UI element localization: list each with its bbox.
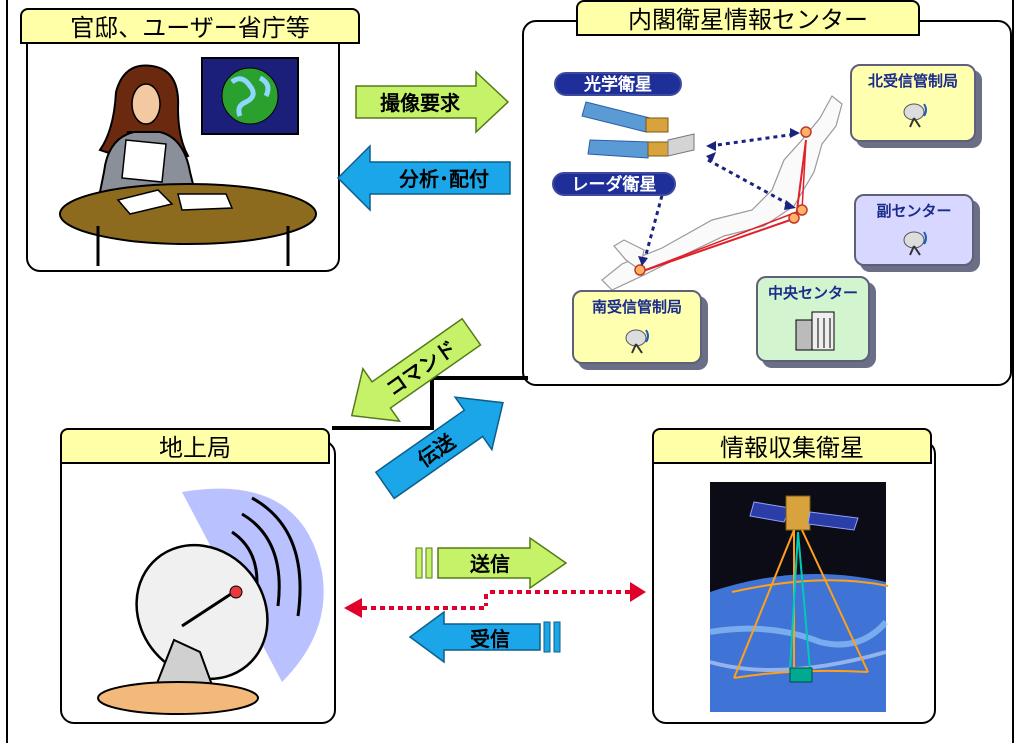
transmission-arrow (374, 396, 504, 500)
satellite-icon (749, 501, 791, 523)
central-center-box: 中央センター (756, 276, 870, 362)
central-node (788, 212, 800, 224)
outer-left-border (6, 0, 8, 743)
building-icon (795, 311, 835, 351)
person-reading-icon (59, 57, 317, 266)
outer-right-border (1012, 0, 1014, 743)
optical-satellite-label: 光学衛星 (554, 72, 682, 96)
earth-orbit-icon (709, 482, 889, 712)
command-arrow (350, 317, 482, 423)
sub-center-box: 副センター (854, 194, 974, 266)
government-tab: 官邸、ユーザー省庁等 (20, 8, 360, 44)
receive-arrow (408, 610, 541, 664)
optical-satellite-icon (581, 101, 669, 133)
central-center-label: 中央センター (767, 284, 858, 302)
send-arrow (437, 536, 568, 590)
radar-satellite-icon (587, 133, 695, 159)
satellite-dish-icon (97, 488, 324, 715)
north-station-label: 北受信管制局 (867, 72, 958, 90)
south-station-label: 南受信管制局 (591, 298, 682, 316)
imaging-request-arrow (355, 70, 510, 134)
imaging-request-label: 撮像要求 (380, 91, 461, 115)
satellite-tab: 情報収集衛星 (652, 428, 932, 464)
send-label: 送信 (470, 552, 510, 576)
connector-line (332, 376, 528, 430)
analysis-label: 分析･配付 (399, 167, 489, 191)
north-station-box: 北受信管制局 (850, 64, 976, 142)
south-station-box: 南受信管制局 (572, 290, 702, 364)
sub-center-label: 副センター (876, 202, 952, 220)
radar-satellite-label: レーダ衛星 (552, 172, 676, 196)
antenna-icon (903, 103, 927, 128)
north-node (800, 126, 812, 138)
sub-node (796, 204, 808, 216)
government-panel (26, 20, 340, 272)
center-tab: 内閣衛星情報センター (576, 0, 920, 36)
receive-label: 受信 (470, 627, 510, 651)
ground-tab: 地上局 (60, 428, 330, 464)
antenna-icon (625, 329, 649, 354)
analysis-arrow (336, 144, 511, 212)
ground-panel (60, 440, 336, 724)
south-node (634, 264, 646, 276)
satellite-panel (652, 440, 936, 724)
antenna-icon (903, 231, 927, 256)
